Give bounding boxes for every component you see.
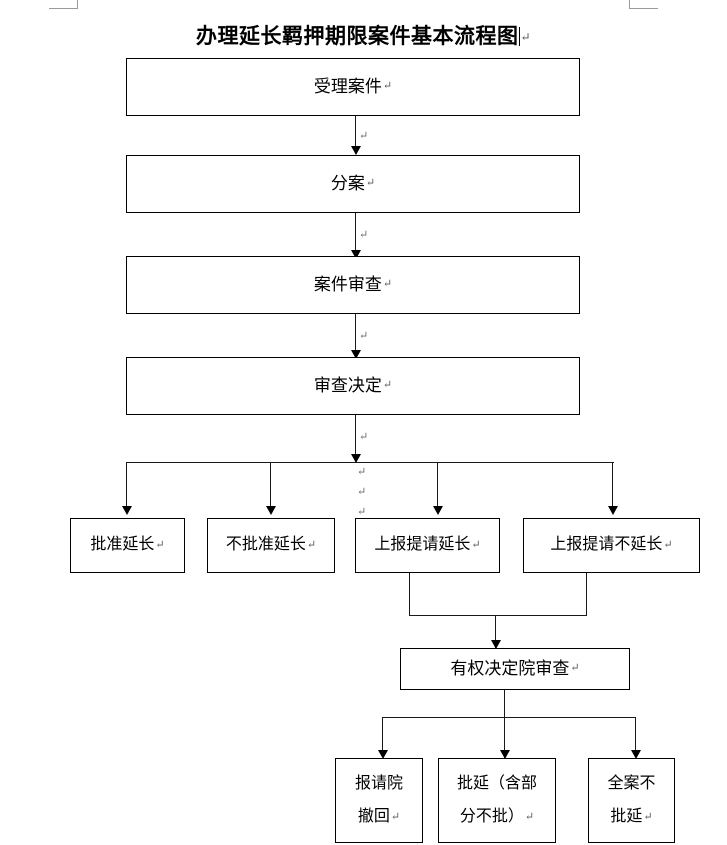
pilcrow-mark: ↵ [357,466,367,478]
pilcrow-mark: ↵ [390,811,401,824]
arrowhead-review-to-decision [351,350,361,359]
flow-node-label: 案件审查 [313,275,382,295]
pilcrow-mark: ↵ [524,811,535,824]
flow-node-label: 有权决定院审查 [450,659,570,679]
connector-branch-leg-3 [437,462,439,512]
connector-bottom-leg-3 [635,717,637,755]
flow-node-label-line2-text: 批延 [610,808,643,826]
connector-branch-leg-1 [126,462,128,512]
pilcrow-mark: ↵ [357,506,367,518]
pilcrow-mark: ↵ [520,30,532,44]
flow-node-review-decision[interactable]: 审查决定↵ [126,357,580,415]
flow-node-label: 分案 [330,174,365,194]
flow-node-approve-extension[interactable]: 批准延长↵ [70,518,185,573]
pilcrow-mark: ↵ [359,229,369,241]
merge-bar [409,615,587,617]
flow-node-report-request-extension[interactable]: 上报提请延长↵ [355,518,500,573]
connector-merge-leg-right [586,573,588,616]
pilcrow-mark: ↵ [570,662,580,675]
flow-node-case-review[interactable]: 案件审查↵ [126,256,580,314]
flow-node-label-line2: 批延↵ [610,804,652,830]
connector-review-to-decision [355,314,357,358]
connector-authority-to-bottom-bar [504,690,506,760]
connector-bottom-leg-1 [382,717,384,755]
connector-decision-to-branch-bar [355,415,357,463]
pilcrow-mark: ↵ [306,538,317,551]
flow-node-label-line2-text: 分不批） [459,808,524,826]
pilcrow-mark: ↵ [471,538,481,551]
pilcrow-mark: ↵ [382,278,393,291]
branch-distribution-bar [126,462,614,464]
flow-node-report-request-no-extension[interactable]: 上报提请不延长↵ [523,518,700,573]
flow-node-full-case-no-extension[interactable]: 全案不 批延↵ [588,758,675,843]
pilcrow-mark: ↵ [663,538,673,551]
arrowhead-decision-to-branch-bar [351,454,361,463]
bottom-distribution-bar [382,717,636,719]
flow-node-accept-case[interactable]: 受理案件↵ [126,58,580,116]
pilcrow-mark: ↵ [643,811,653,824]
flow-node-label: 上报提请延长 [374,536,471,554]
flow-node-label: 受理案件 [313,77,382,97]
connector-merge-to-authority-review [495,615,497,649]
arrowhead-bottom-1 [378,750,388,759]
flow-node-label-line2-text: 撤回 [357,808,390,826]
flow-node-label-line2: 分不批）↵ [460,804,534,830]
pilcrow-mark: ↵ [359,130,369,142]
arrowhead-bottom-2 [500,750,510,759]
page-corner-guide-top-right [629,0,658,9]
pilcrow-mark: ↵ [359,431,369,443]
flow-node-label-line2: 撤回↵ [358,804,400,830]
arrowhead-branch-4 [608,506,618,515]
connector-branch-leg-2 [270,462,272,512]
diagram-title-text: 办理延长羁押期限案件基本流程图 [195,24,519,48]
arrowhead-assign-to-review [351,250,361,259]
connector-merge-leg-left [409,573,411,616]
flow-node-label-line1: 批延（含部 [456,774,537,792]
flow-node-label: 上报提请不延长 [550,536,663,554]
page-corner-guide-top-left [49,0,78,9]
connector-assign-to-review [355,213,357,258]
text-cursor [519,27,521,46]
connector-branch-leg-4 [612,462,614,512]
arrowhead-bottom-3 [631,750,641,759]
flow-node-assign-case[interactable]: 分案↵ [126,155,580,213]
flow-node-label-line1: 报请院 [354,774,403,792]
flow-node-label: 批准延长 [90,536,155,554]
arrowhead-branch-3 [433,506,443,515]
flow-node-deny-extension[interactable]: 不批准延长↵ [207,518,335,573]
pilcrow-mark: ↵ [382,379,393,392]
pilcrow-mark: ↵ [155,538,165,551]
connector-accept-to-assign [355,116,357,154]
flow-node-request-court-withdrawal[interactable]: 报请院 撤回↵ [335,758,423,843]
arrowhead-accept-to-assign [351,146,361,155]
flow-node-label: 审查决定 [313,376,382,396]
pilcrow-mark: ↵ [365,177,376,190]
arrowhead-branch-1 [122,506,132,515]
pilcrow-mark: ↵ [382,80,393,93]
arrowhead-branch-2 [266,506,276,515]
flow-node-approve-partial-extension[interactable]: 批延（含部 分不批）↵ [438,758,556,843]
pilcrow-mark: ↵ [357,486,367,498]
flow-node-authority-court-review[interactable]: 有权决定院审查↵ [400,648,630,690]
diagram-title: 办理延长羁押期限案件基本流程图↵ [0,20,727,50]
pilcrow-mark: ↵ [359,330,369,342]
flow-node-label: 不批准延长 [225,536,306,554]
arrowhead-merge-to-authority-review [491,640,501,649]
flow-node-label-line1: 全案不 [607,774,656,792]
